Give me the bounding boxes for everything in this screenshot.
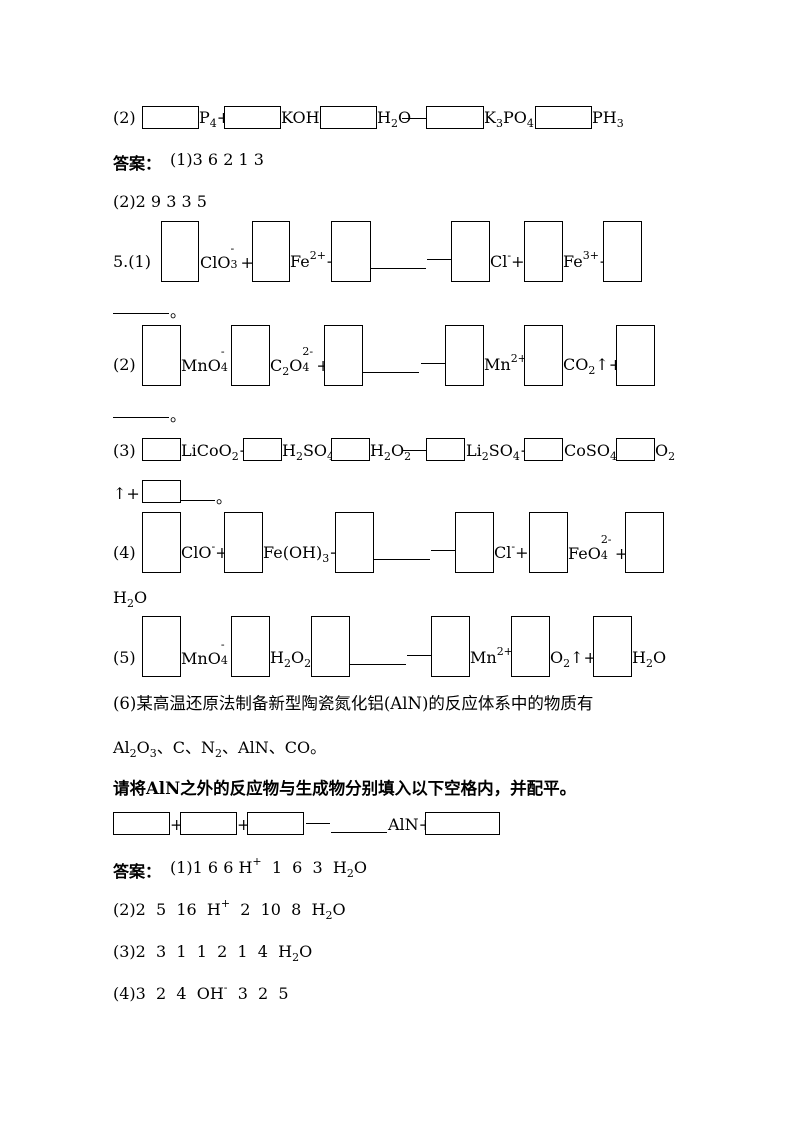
equation-dash bbox=[431, 550, 455, 551]
blank-box[interactable] bbox=[247, 812, 304, 835]
blank-box[interactable] bbox=[180, 812, 237, 835]
blank-box[interactable] bbox=[431, 616, 470, 677]
blank-box[interactable] bbox=[142, 480, 181, 503]
answer-line: (4)3 2 4 OH- 3 2 5 bbox=[113, 981, 289, 1003]
blank-box[interactable] bbox=[425, 812, 500, 835]
answer-underline bbox=[363, 372, 419, 373]
equation-dash bbox=[306, 823, 330, 824]
answer-underline bbox=[113, 417, 169, 418]
answer-underline bbox=[371, 268, 426, 269]
blank-box[interactable] bbox=[142, 512, 181, 573]
answer-heading: 答案： bbox=[113, 862, 162, 881]
answer-line: (2)2 5 16 H+ 2 10 8 H2O bbox=[113, 897, 346, 923]
blank-box[interactable] bbox=[603, 221, 642, 282]
blank-box[interactable] bbox=[616, 325, 655, 386]
question-text: 请将AlN之外的反应物与生成物分别填入以下空格内，并配平。 bbox=[113, 779, 577, 798]
blank-box[interactable] bbox=[224, 106, 281, 129]
equation-dash bbox=[427, 259, 451, 260]
blank-box[interactable] bbox=[224, 512, 263, 573]
answer-line: (1)3 6 2 1 3 bbox=[170, 150, 264, 169]
equation-dash bbox=[407, 655, 431, 656]
blank-box[interactable] bbox=[335, 512, 374, 573]
blank-box[interactable] bbox=[593, 616, 632, 677]
answer-line: (3)2 3 1 1 2 1 4 H2O bbox=[113, 942, 313, 965]
answer-underline bbox=[350, 664, 406, 665]
blank-box[interactable] bbox=[511, 616, 550, 677]
blank-box[interactable] bbox=[616, 438, 655, 461]
blank-box[interactable] bbox=[142, 616, 181, 677]
blank-box[interactable] bbox=[231, 616, 270, 677]
answer-underline bbox=[113, 313, 169, 314]
answer-underline bbox=[331, 832, 387, 833]
blank-box[interactable] bbox=[142, 438, 181, 461]
question-text: Al2O3、C、N2、AlN、CO。 bbox=[113, 738, 327, 761]
blank-box[interactable] bbox=[231, 325, 270, 386]
blank-box[interactable] bbox=[625, 512, 664, 573]
blank-box[interactable] bbox=[426, 438, 465, 461]
blank-box[interactable] bbox=[426, 106, 484, 129]
blank-box[interactable] bbox=[320, 106, 377, 129]
answer-underline bbox=[181, 500, 215, 501]
blank-box[interactable] bbox=[524, 325, 563, 386]
answer-line: (1)1 6 6 H+ 1 6 3 H2O bbox=[170, 855, 367, 881]
blank-box[interactable] bbox=[311, 616, 350, 677]
blank-box[interactable] bbox=[252, 221, 290, 282]
blank-box[interactable] bbox=[331, 221, 371, 282]
blank-box[interactable] bbox=[535, 106, 592, 129]
blank-box[interactable] bbox=[524, 221, 563, 282]
blank-box[interactable] bbox=[451, 221, 490, 282]
blank-box[interactable] bbox=[142, 325, 181, 386]
q2-label: (2) bbox=[113, 108, 136, 127]
blank-box[interactable] bbox=[445, 325, 484, 386]
answer-underline bbox=[374, 559, 430, 560]
blank-box[interactable] bbox=[455, 512, 494, 573]
blank-box[interactable] bbox=[243, 438, 282, 461]
blank-box[interactable] bbox=[529, 512, 568, 573]
equation-dash bbox=[402, 118, 426, 119]
blank-box[interactable] bbox=[161, 221, 199, 282]
blank-box[interactable] bbox=[324, 325, 363, 386]
blank-box[interactable] bbox=[113, 812, 170, 835]
blank-box[interactable] bbox=[142, 106, 199, 129]
equation-dash bbox=[402, 450, 426, 451]
answer-heading: 答案： bbox=[113, 154, 162, 173]
question-text: (6)某高温还原法制备新型陶瓷氮化铝(AlN)的反应体系中的物质有 bbox=[113, 694, 594, 713]
q5-label: 5.(1) bbox=[113, 252, 151, 271]
blank-box[interactable] bbox=[524, 438, 563, 461]
blank-box[interactable] bbox=[331, 438, 370, 461]
answer-line: (2)2 9 3 3 5 bbox=[113, 192, 207, 211]
equation-dash bbox=[421, 363, 445, 364]
